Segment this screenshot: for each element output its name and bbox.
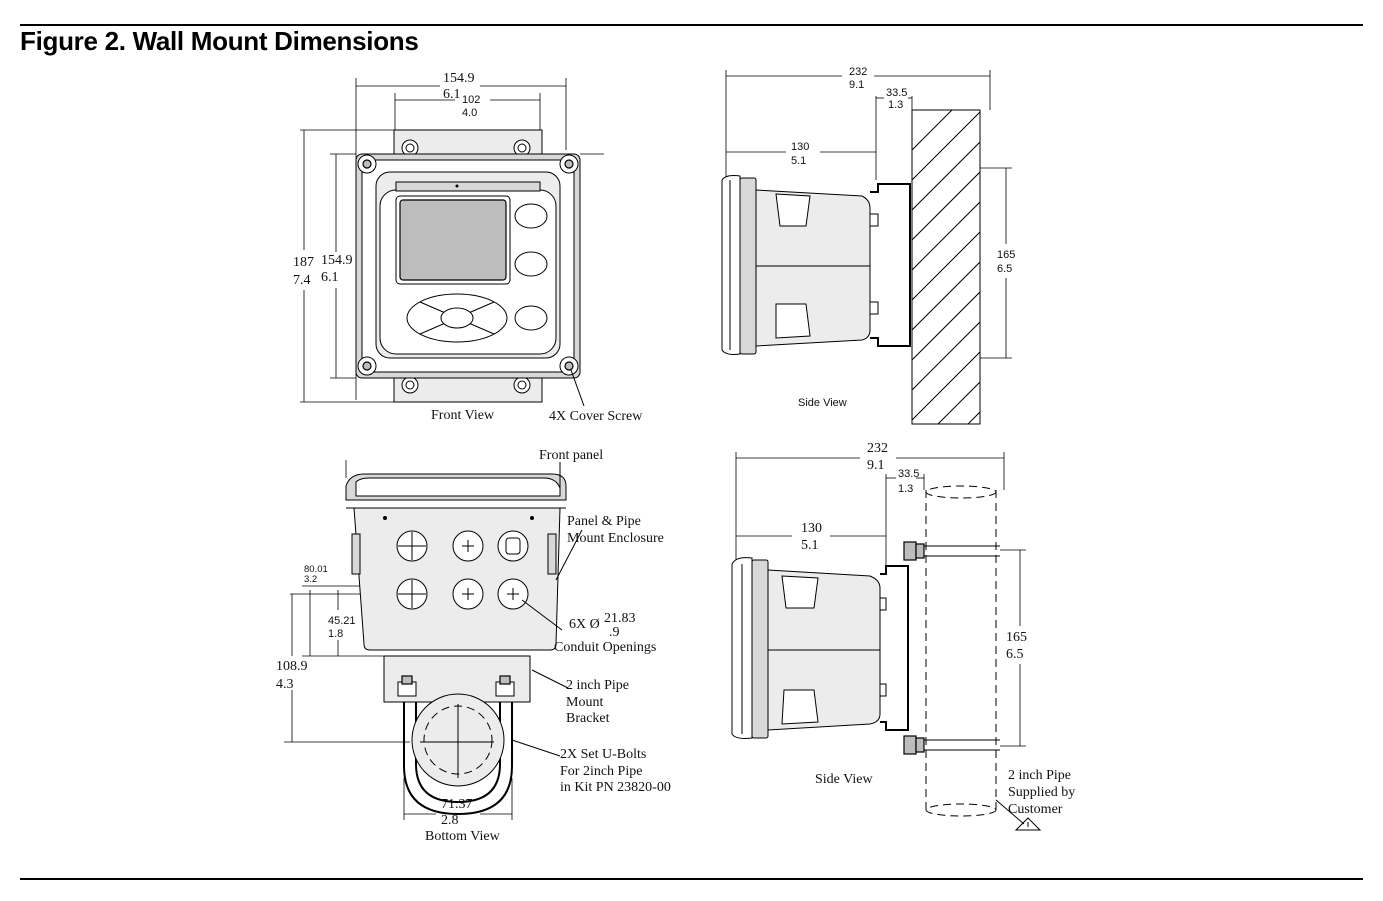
ubolt-label-line2: For 2inch Pipe: [560, 764, 642, 779]
conduit-label: Conduit Openings: [554, 640, 656, 655]
bottom-dim-a: 80.01: [304, 564, 328, 575]
front-height-outer-in: 7.4: [293, 273, 311, 288]
side-wall-height-in: 6.5: [997, 263, 1012, 275]
pipe-label-line2: Supplied by: [1008, 785, 1075, 800]
side-view-pipe: [731, 452, 1042, 831]
bracket-label-line3: Bracket: [566, 711, 610, 726]
side-pipe-height-in: 6.5: [1006, 647, 1024, 662]
side-view-wall-label: Side View: [798, 397, 847, 409]
bracket-label-line2: Mount: [566, 695, 603, 710]
ubolt-label-line3: in Kit PN 23820-00: [560, 780, 671, 795]
bottom-view-label: Bottom View: [425, 829, 501, 844]
front-height-outer: 187: [293, 255, 314, 270]
side-wall-body: 130: [791, 141, 809, 153]
side-pipe-offset-in: 1.3: [898, 483, 913, 495]
side-wall-body-in: 5.1: [791, 155, 806, 167]
side-wall-depth: 232: [849, 66, 867, 78]
bottom-dim-b: 45.21: [328, 615, 356, 627]
side-pipe-height: 165: [1006, 630, 1027, 645]
bottom-view: [284, 460, 583, 820]
bottom-rule: [20, 878, 1363, 880]
figure-title: Figure 2. Wall Mount Dimensions: [20, 26, 419, 56]
side-view-wall: [721, 70, 1012, 425]
side-wall-offset: 33.5: [886, 87, 907, 99]
front-view-label: Front View: [431, 408, 495, 423]
cover-screw-label: 4X Cover Screw: [549, 409, 643, 424]
side-pipe-body: 130: [801, 521, 822, 536]
ubolt-label-line1: 2X Set U-Bolts: [560, 747, 646, 762]
side-wall-offset-in: 1.3: [888, 99, 903, 111]
bottom-dim-w-in: 2.8: [441, 813, 459, 828]
warning-triangle-icon: [1014, 817, 1042, 831]
bottom-dim-b-in: 1.8: [328, 628, 343, 640]
bottom-dim-w: 71.37: [441, 797, 473, 812]
side-wall-height: 165: [997, 249, 1015, 261]
conduit-qty: 6X Ø: [569, 617, 600, 632]
front-width-inner-in: 4.0: [462, 107, 477, 119]
pipe-label-line1: 2 inch Pipe: [1008, 768, 1071, 783]
side-view-pipe-label: Side View: [815, 772, 874, 787]
side-pipe-depth: 232: [867, 441, 888, 456]
enclosure-label-line2: Mount Enclosure: [567, 531, 664, 546]
front-width-top-in: 6.1: [443, 87, 461, 102]
side-pipe-offset: 33.5: [898, 468, 919, 480]
front-width-inner: 102: [462, 94, 480, 106]
side-wall-depth-in: 9.1: [849, 79, 864, 91]
front-height-inner: 154.9: [321, 253, 353, 268]
bottom-dim-c: 108.9: [276, 659, 308, 674]
bottom-dim-a-in: 3.2: [304, 574, 317, 585]
conduit-mm: 21.83: [604, 611, 636, 626]
side-pipe-body-in: 5.1: [801, 538, 819, 553]
conduit-in: .9: [609, 625, 620, 640]
bracket-label-line1: 2 inch Pipe: [566, 678, 629, 693]
side-pipe-depth-in: 9.1: [867, 458, 885, 473]
enclosure-label-line1: Panel & Pipe: [567, 514, 641, 529]
front-width-top: 154.9: [443, 71, 475, 86]
front-height-inner-in: 6.1: [321, 270, 339, 285]
pipe-label-line3: Customer: [1008, 802, 1063, 817]
bottom-dim-c-in: 4.3: [276, 677, 294, 692]
front-panel-label: Front panel: [539, 448, 603, 463]
front-view: [300, 78, 604, 407]
top-rule: [20, 24, 1363, 26]
